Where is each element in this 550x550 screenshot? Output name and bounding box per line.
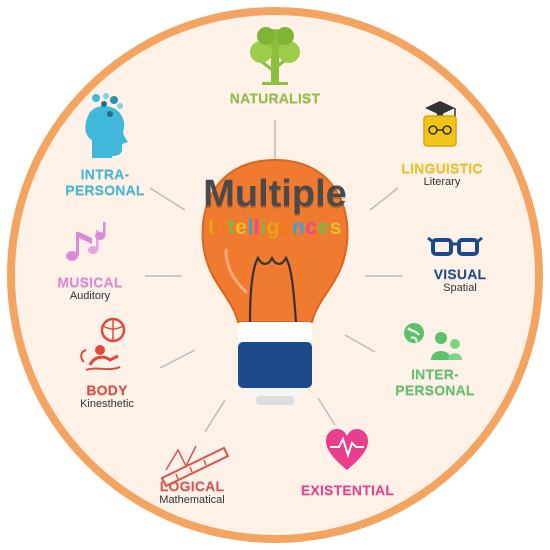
label-naturalist-title: NATURALIST <box>229 90 321 106</box>
label-visual-sub: Spatial <box>443 282 477 294</box>
subtitle-letter: I <box>208 216 215 239</box>
ruler-icon <box>160 445 230 488</box>
heartbeat-icon <box>326 429 368 470</box>
label-linguistic-sub: Literary <box>423 176 461 188</box>
connector-intrapersonal <box>149 187 186 211</box>
label-body-title: BODY <box>86 382 128 398</box>
label-intrapersonal-title-1: INTRA- <box>80 166 130 182</box>
label-existential-title: EXISTENTIAL <box>300 482 395 498</box>
subtitle-letter: e <box>317 216 330 239</box>
diagram-title: Multiple <box>203 173 347 215</box>
label-linguistic: LINGUISTIC Literary <box>392 160 492 189</box>
subtitle-letter: s <box>329 216 342 239</box>
label-musical-sub: Auditory <box>69 290 111 302</box>
label-interpersonal-title-1: INTER- <box>411 366 459 382</box>
subtitle-letter: i <box>260 216 267 239</box>
connector-lines <box>145 120 402 433</box>
subtitle-letter: e <box>279 216 292 239</box>
label-interpersonal-title-2: PERSONAL <box>395 382 475 398</box>
label-logical-sub: Mathematical <box>159 494 225 506</box>
label-musical: MUSICAL Auditory <box>40 274 140 303</box>
head-mind-icon <box>85 93 128 158</box>
tree-icon <box>250 27 300 85</box>
label-visual: VISUAL Spatial <box>415 266 505 295</box>
glasses-icon <box>427 236 483 256</box>
label-existential: EXISTENTIAL <box>290 482 405 498</box>
connector-existential <box>317 397 336 426</box>
label-intrapersonal: INTRA- PERSONAL <box>55 166 155 198</box>
label-intrapersonal-title-2: PERSONAL <box>65 182 145 198</box>
subtitle-letter: e <box>235 216 248 239</box>
subtitle-letter: t <box>227 216 236 239</box>
label-logical: LOGICAL Mathematical <box>142 478 242 507</box>
light-bulb-icon <box>201 158 349 405</box>
label-musical-title: MUSICAL <box>57 274 123 290</box>
subtitle-letter: c <box>305 216 318 239</box>
label-interpersonal: INTER- PERSONAL <box>385 366 485 398</box>
subtitle-letter: g <box>266 216 280 239</box>
subtitle-letter: n <box>292 216 306 239</box>
connector-logical <box>204 399 226 433</box>
label-visual-title: VISUAL <box>433 266 487 282</box>
book-grad-cap-icon <box>423 101 457 147</box>
label-linguistic-title: LINGUISTIC <box>401 160 483 176</box>
label-body-sub: Kinesthetic <box>80 398 134 410</box>
label-logical-title: LOGICAL <box>159 478 225 494</box>
music-notes-icon <box>66 222 106 261</box>
connector-body <box>159 349 196 369</box>
subtitle-letter: l <box>247 216 254 239</box>
connector-linguistic <box>369 187 399 211</box>
subtitle-letter: n <box>214 216 228 239</box>
subtitle-letter: l <box>253 216 261 239</box>
people-globe-icon <box>404 323 462 360</box>
connector-interpersonal <box>344 334 376 353</box>
label-body: BODY Kinesthetic <box>62 382 152 411</box>
sports-icon <box>80 317 126 371</box>
label-naturalist: NATURALIST <box>215 90 335 106</box>
diagram-subtitle: Intelligences <box>180 216 370 240</box>
